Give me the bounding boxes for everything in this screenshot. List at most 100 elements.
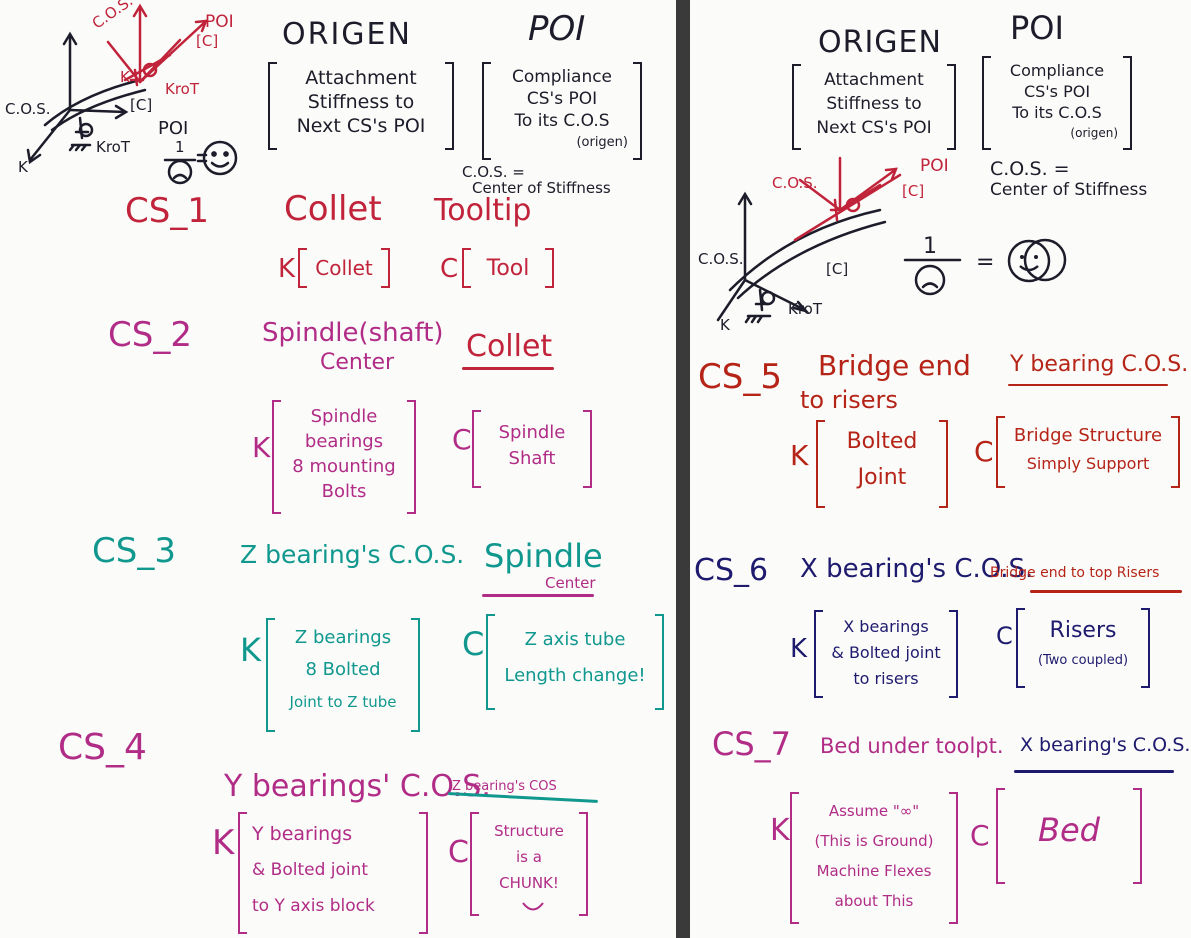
cs1-label: CS_1: [125, 191, 209, 231]
cos-definition-right-1: C.O.S. =: [990, 158, 1070, 180]
poi-title: POI: [528, 9, 586, 49]
cs2-origen-2: Center: [320, 350, 395, 375]
cs5-origen-1: Bridge end: [818, 349, 971, 382]
cs3-c-line: Length change!: [504, 665, 646, 686]
cos-definition-2: Center of Stiffness: [472, 179, 611, 197]
cs1-c: C: [440, 254, 459, 284]
cs5-poi: Y bearing C.O.S.: [1010, 352, 1189, 377]
cs2-c-line: Shaft: [508, 448, 556, 469]
cs7-poi-underline: [1014, 770, 1174, 773]
cs5-c: C: [974, 435, 994, 468]
cs4-k-line: & Bolted joint: [252, 860, 369, 880]
cs5-c-line: Bridge Structure: [1013, 425, 1163, 446]
cs6-c-line: (Two coupled): [1037, 653, 1129, 668]
poi-box-line: Compliance: [1009, 61, 1105, 80]
diagram-right-one: 1: [923, 234, 937, 259]
stiffness-diagram: [26, 3, 238, 185]
cs5-origen-2: to risers: [800, 386, 898, 414]
cs3-poi-1: Spindle: [484, 537, 603, 575]
cs3-c-box: Z axis tube Length change!: [486, 614, 664, 710]
cs7-origen: Bed under toolpt.: [820, 734, 1004, 758]
cs7-k-box: Assume "∞" (This is Ground) Machine Flex…: [790, 792, 958, 924]
cs7-poi: X bearing's C.O.S.: [1020, 734, 1191, 756]
origen-box-line: Next CS's POI: [296, 115, 426, 137]
smiley-small-icon: [522, 902, 544, 911]
cs7-k-line: Assume "∞": [828, 802, 920, 820]
cs2-label: CS_2: [108, 315, 192, 355]
cs6-k-line: to risers: [853, 669, 919, 688]
origen-title-right: ORIGEN: [818, 25, 942, 60]
cs2-k-line: 8 mounting: [292, 456, 396, 477]
cs1-k-text: Collet: [315, 256, 373, 280]
cs2-c-box: Spindle Shaft: [472, 410, 592, 488]
cs2-c: C: [452, 423, 472, 456]
cs2-c-line: Spindle: [498, 422, 566, 443]
cs7-c-line: Bed: [1038, 811, 1100, 849]
diagram-c: [C]: [130, 96, 153, 114]
diagram-krot-red: KroT: [165, 80, 200, 98]
cs2-k: K: [252, 431, 271, 464]
poi-box-line: To its C.O.S: [1012, 103, 1102, 122]
cs6-k-line: X bearings: [843, 617, 929, 636]
cs6-k-line: & Bolted joint: [831, 643, 941, 662]
cs5-k-line: Bolted: [846, 429, 918, 454]
cs6-c-box: Risers (Two coupled): [1016, 608, 1150, 688]
cs4-c-line: CHUNK!: [499, 874, 559, 892]
cs4-c: C: [448, 835, 469, 870]
smiley-face-icon: [1007, 239, 1051, 283]
cs2-origen-1: Spindle(shaft): [262, 318, 444, 348]
cs1-origen: Collet: [284, 189, 382, 229]
cs6-c-line: Risers: [1049, 618, 1117, 643]
cs4-k-line: to Y axis block: [252, 896, 375, 916]
cs3-poi-underline: [482, 594, 594, 597]
diagram-right-c-red: [C]: [902, 182, 925, 200]
origen-box-line: Attachment: [305, 67, 417, 89]
cs1-c-text: Tool: [486, 256, 530, 281]
diagram-c-red: [C]: [196, 32, 219, 50]
diagram-right-k: K: [720, 316, 730, 334]
stiffness-diagram-right: [716, 156, 1067, 324]
poi-box-line: CS's POI: [1023, 82, 1091, 101]
cs3-c: C: [462, 625, 485, 663]
diagram-right-poi-red: POI: [920, 156, 949, 176]
cs3-k-line: Joint to Z tube: [289, 693, 397, 711]
diagram-k: K: [18, 158, 28, 176]
cs2-k-line: Spindle: [310, 406, 378, 427]
cs4-k-line: Y bearings: [252, 823, 353, 845]
poi-definition-box: Compliance CS's POI To its C.O.S (origen…: [482, 62, 642, 160]
origen-box-line: Stiffness to: [307, 91, 415, 113]
cs4-label: CS_4: [58, 727, 147, 768]
poi-box-line: (origen): [1070, 126, 1118, 140]
cs5-k-line: Joint: [857, 465, 907, 490]
cs3-c-line: Z axis tube: [524, 629, 626, 650]
origen-definition-box: Attachment Stiffness to Next CS's POI: [268, 62, 454, 150]
origen-definition-box-right: Attachment Stiffness to Next CS's POI: [792, 64, 956, 150]
diagram-poi: POI: [158, 118, 189, 139]
cs3-poi-2: Center: [545, 574, 596, 592]
cs2-poi-underline: [462, 367, 554, 370]
cs6-k: K: [790, 634, 808, 664]
cs5-k-box: Bolted Joint: [816, 420, 948, 508]
diagram-krot: KroT: [96, 138, 131, 156]
cs7-c: C: [970, 819, 990, 852]
cs7-k: K: [770, 813, 790, 848]
diagram-one: 1: [175, 138, 185, 156]
cs2-k-box: Spindle bearings 8 mounting Bolts: [272, 400, 416, 514]
cs6-origen: X bearing's C.O.S.: [800, 554, 1034, 584]
diagram-right-krot: KroT: [788, 300, 823, 318]
diagram-poi-red: POI: [205, 12, 234, 32]
origen-title: ORIGEN: [282, 17, 412, 52]
origen-box-line: Next CS's POI: [816, 118, 932, 138]
cs1-c-box: Tool: [462, 248, 554, 288]
diagram-cos: C.O.S.: [5, 100, 51, 118]
cs7-k-line: (This is Ground): [814, 832, 934, 850]
poi-box-line: To its C.O.S: [514, 111, 610, 131]
cs6-k-box: X bearings & Bolted joint to risers: [814, 610, 958, 698]
cs3-k: K: [240, 631, 261, 669]
poi-box-line: CS's POI: [526, 89, 598, 109]
cs3-k-box: Z bearings 8 Bolted Joint to Z tube: [266, 618, 420, 732]
cs6-label: CS_6: [694, 553, 769, 588]
diagram-right-cos: C.O.S.: [698, 250, 744, 268]
cos-definition-right-2: Center of Stiffness: [990, 180, 1148, 200]
cs7-k-line: about This: [834, 892, 914, 910]
